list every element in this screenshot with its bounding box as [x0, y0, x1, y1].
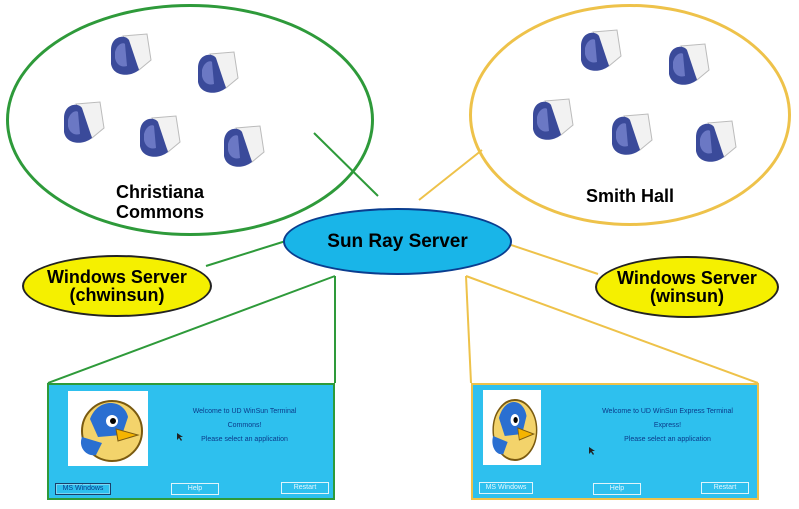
sun-ray-terminal-icon — [140, 115, 181, 157]
smith-hall-group — [469, 4, 791, 226]
sun-ray-terminal-icon — [224, 125, 265, 167]
sun-ray-terminal-icon — [198, 51, 239, 93]
restart-button[interactable]: Restart — [701, 482, 749, 494]
sun-ray-terminal-icon — [111, 33, 152, 75]
smith-hall-login-screen: Welcome to UD WinSun Express Terminal Ex… — [471, 383, 759, 500]
link-sunray-chwinsun — [205, 239, 290, 267]
welcome-message: Welcome to UD WinSun Express Terminal Ex… — [602, 408, 733, 443]
blue-hen-mascot-icon — [80, 400, 143, 462]
windows-server-winsun-node: Windows Server (winsun) — [595, 256, 779, 318]
link-sunray-screen-left-a — [47, 275, 336, 384]
link-sunray-winsun — [507, 243, 599, 275]
christiana-commons-label: Christiana Commons — [115, 182, 205, 222]
windows-server-chwinsun-node: Windows Server (chwinsun) — [22, 255, 212, 317]
restart-button[interactable]: Restart — [281, 482, 329, 494]
christiana-login-screen: Welcome to UD WinSun Terminal Commons! P… — [47, 383, 335, 500]
mouse-cursor-icon — [177, 433, 183, 441]
windows-server-chwinsun-label: Windows Server (chwinsun) — [47, 267, 187, 305]
help-button[interactable]: Help — [593, 483, 641, 495]
windows-server-winsun-label: Windows Server (winsun) — [617, 268, 757, 306]
ms-windows-button[interactable]: MS Windows — [55, 483, 111, 495]
sun-ray-server-label: Sun Ray Server — [327, 230, 468, 252]
sun-ray-server-node: Sun Ray Server — [283, 208, 512, 275]
mascot-logo — [483, 390, 541, 465]
mouse-cursor-icon — [589, 447, 595, 455]
sun-ray-terminal-icon — [612, 113, 653, 155]
blue-hen-mascot-icon — [492, 399, 538, 461]
mascot-logo — [68, 391, 148, 466]
ms-windows-button[interactable]: MS Windows — [479, 482, 533, 494]
sun-ray-terminal-icon — [696, 120, 737, 162]
link-sunray-smith — [418, 149, 483, 201]
sun-ray-terminal-icon — [669, 43, 710, 85]
help-button[interactable]: Help — [171, 483, 219, 495]
welcome-message: Welcome to UD WinSun Terminal Commons! P… — [192, 408, 297, 443]
link-sunray-screen-right-a — [465, 275, 472, 384]
christiana-commons-group — [6, 4, 374, 236]
sun-ray-terminal-icon — [533, 98, 574, 140]
sun-ray-terminal-icon — [64, 101, 105, 143]
smith-hall-label: Smith Hall — [585, 186, 674, 206]
sun-ray-terminal-icon — [581, 29, 622, 71]
link-sunray-screen-right-b — [465, 275, 759, 384]
